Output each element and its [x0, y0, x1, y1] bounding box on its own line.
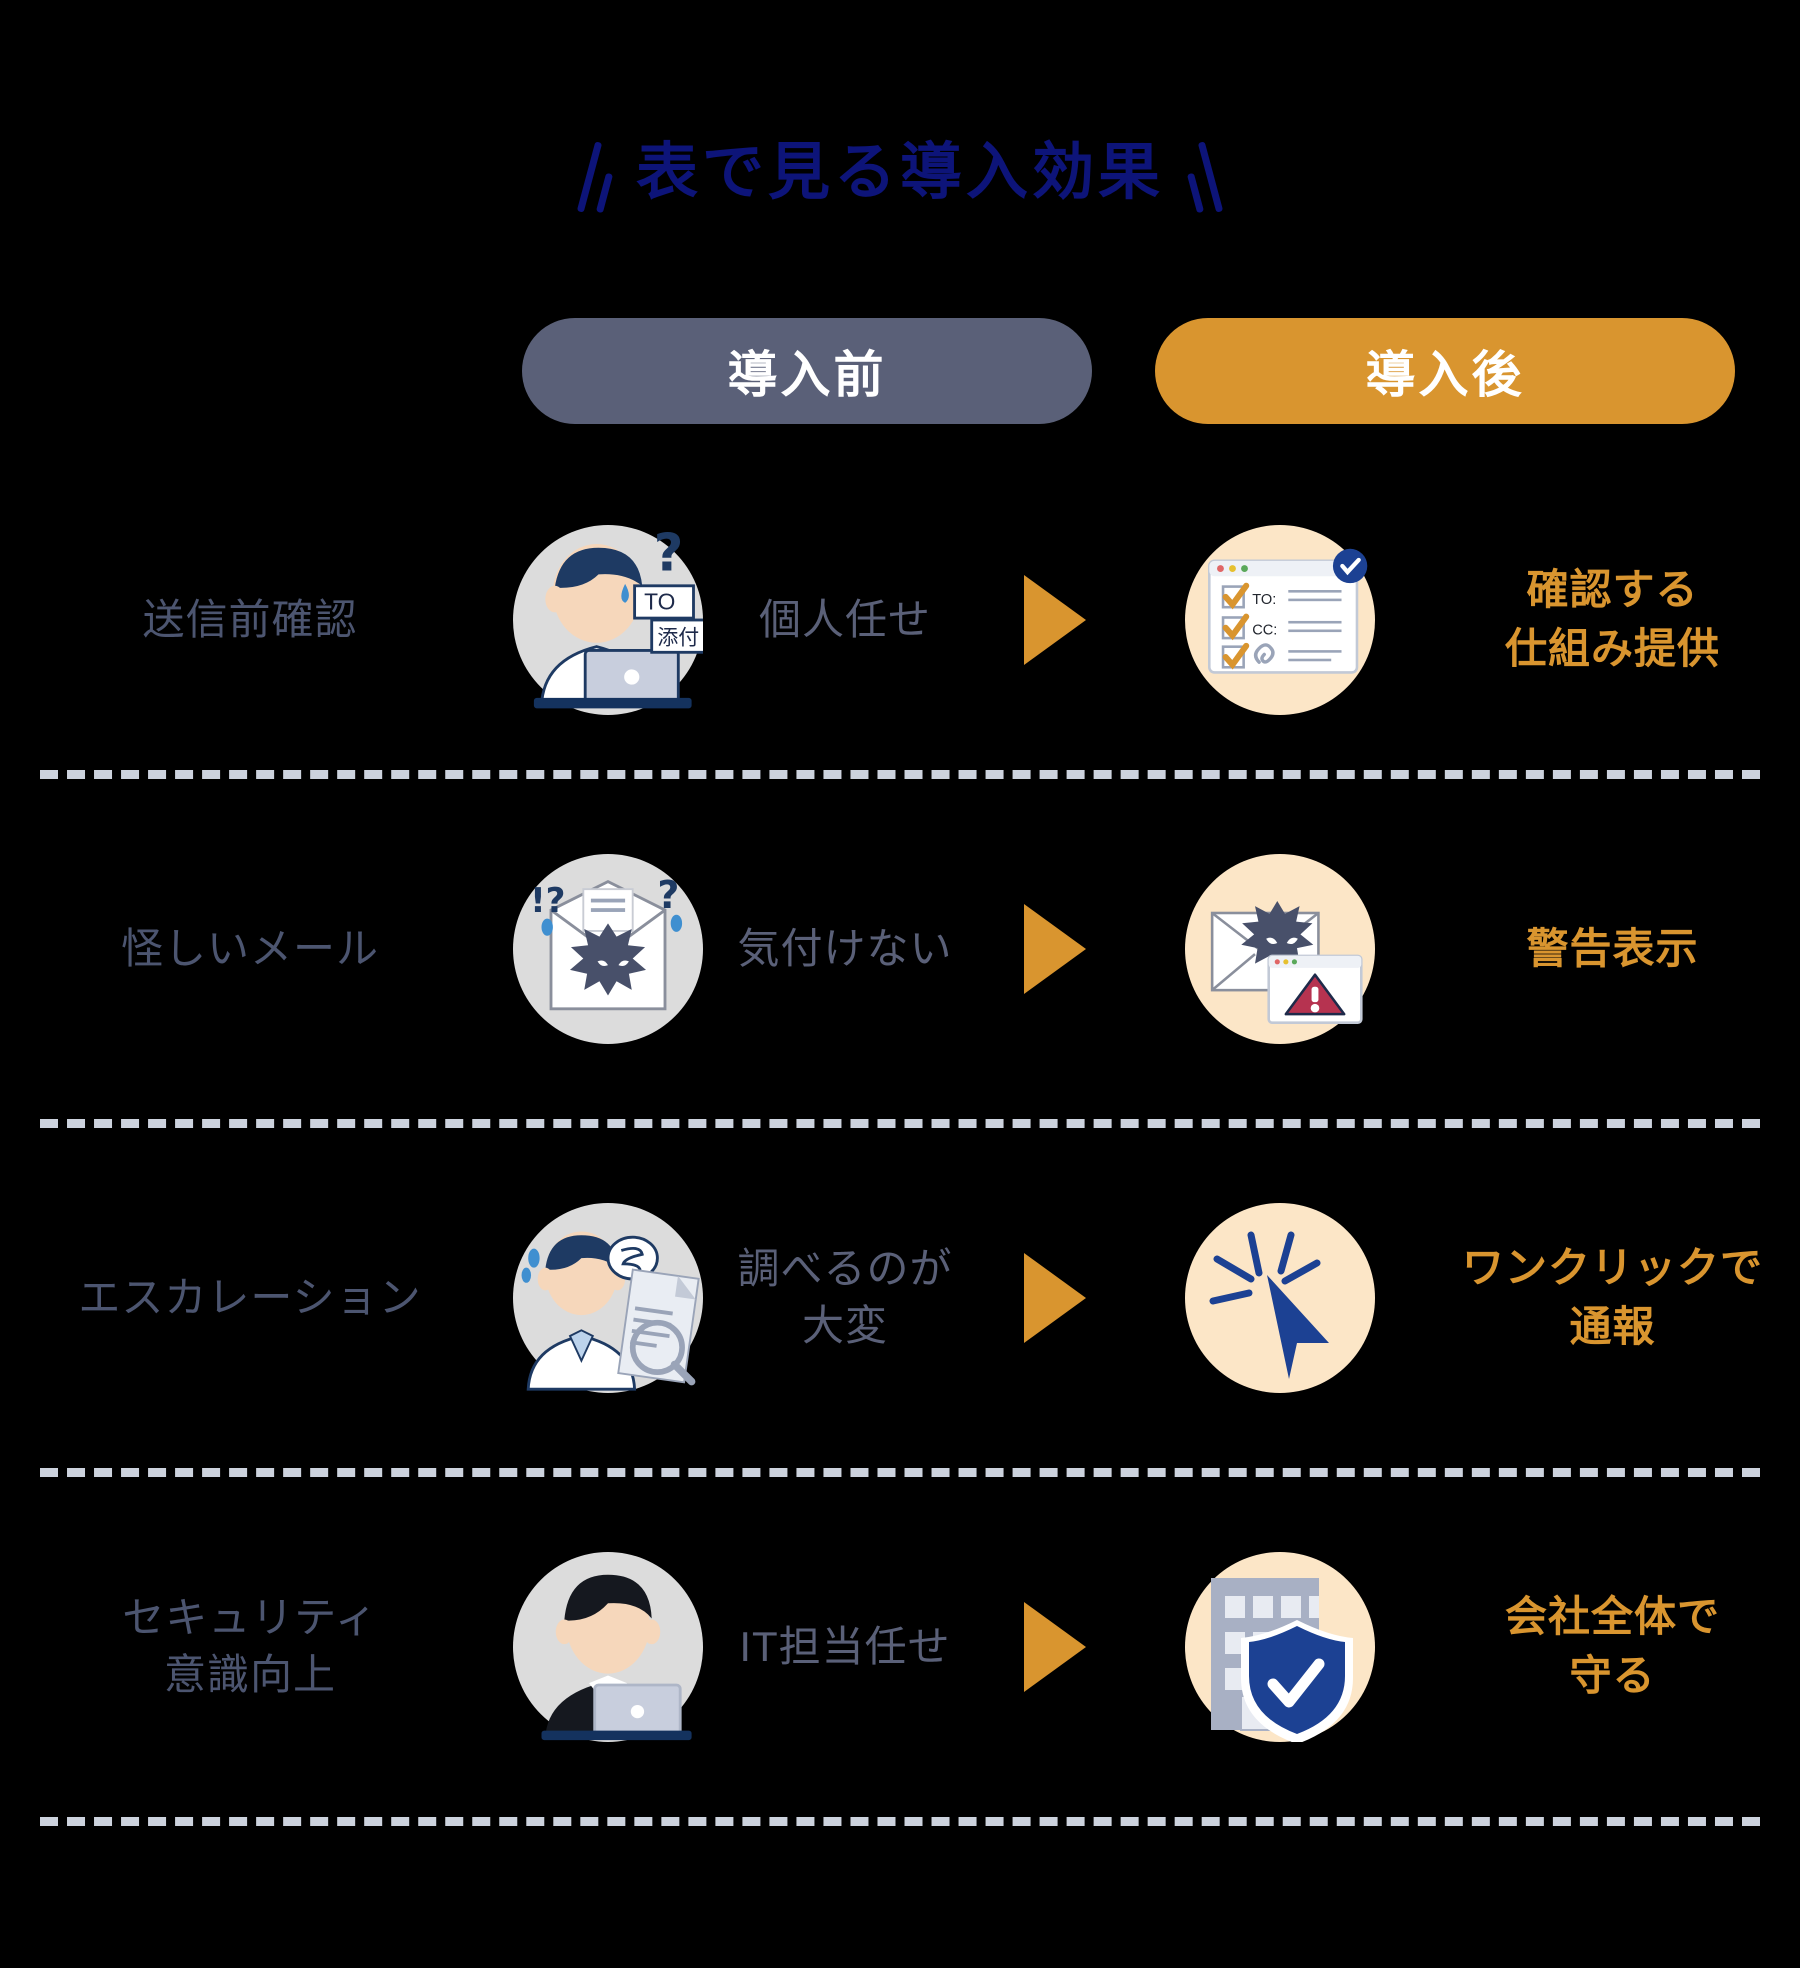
table-row: セキュリティ意識向上 IT担当任せ: [0, 1477, 1800, 1817]
svg-text:?: ?: [653, 524, 683, 584]
row-divider: [40, 770, 1760, 779]
building-shield-check-icon: [1135, 1552, 1425, 1742]
after-state-text: 確認する仕組み提供: [1504, 566, 1720, 672]
person-confused-laptop-icon: ? TO 添付: [500, 524, 715, 715]
table-row: エスカレーション: [0, 1128, 1800, 1468]
after-state-text: 会社全体で守る: [1504, 1593, 1720, 1699]
table-row: 怪しいメール !? ?: [0, 779, 1800, 1119]
envelope-virus-icon: !? ?: [500, 854, 715, 1044]
row-divider: [40, 1817, 1760, 1826]
column-headers: 導入前 導入後: [0, 318, 1800, 424]
page-header: 表で見る導入効果: [0, 118, 1800, 228]
svg-text:TO:: TO:: [1252, 591, 1276, 607]
triangle-right-icon: [975, 904, 1135, 994]
table-row: 送信前確認 ?: [0, 470, 1800, 770]
row-label: エスカレーション: [78, 1273, 422, 1321]
checklist-window-icon: TO: CC:: [1135, 525, 1425, 715]
envelope-virus-warning-window-icon: [1135, 854, 1425, 1044]
triangle-right-icon: [975, 1253, 1135, 1343]
before-state-text: IT担当任せ: [739, 1622, 951, 1670]
svg-text:添付: 添付: [657, 626, 699, 650]
businessman-laptop-icon: [500, 1552, 715, 1742]
svg-text:TO: TO: [644, 589, 675, 615]
comparison-table: 送信前確認 ?: [0, 470, 1800, 1826]
row-label: 送信前確認: [142, 595, 358, 643]
triangle-right-icon: [975, 1602, 1135, 1692]
cursor-click-icon: [1135, 1203, 1425, 1393]
triangle-right-icon: [975, 575, 1135, 665]
column-header-before: 導入前: [522, 318, 1092, 424]
person-searching-documents-icon: [500, 1203, 715, 1393]
row-label: 怪しいメール: [120, 924, 379, 972]
row-divider: [40, 1119, 1760, 1128]
svg-text:CC:: CC:: [1252, 622, 1277, 638]
after-state-text: ワンクリックで通報: [1461, 1244, 1763, 1350]
before-state-text: 個人任せ: [758, 595, 931, 643]
row-divider: [40, 1468, 1760, 1477]
page-title: 表で見る導入効果: [635, 138, 1164, 207]
decoration-slash-left-icon: [576, 133, 614, 214]
before-state-text: 調べるのが大変: [737, 1245, 953, 1349]
row-label: セキュリティ意識向上: [122, 1594, 378, 1698]
svg-text:!?: !?: [530, 881, 565, 921]
svg-text:?: ?: [657, 873, 679, 917]
decoration-slash-right-icon: [1186, 133, 1224, 214]
column-header-after: 導入後: [1155, 318, 1735, 424]
after-state-text: 警告表示: [1526, 924, 1699, 972]
before-state-text: 気付けない: [737, 924, 953, 972]
